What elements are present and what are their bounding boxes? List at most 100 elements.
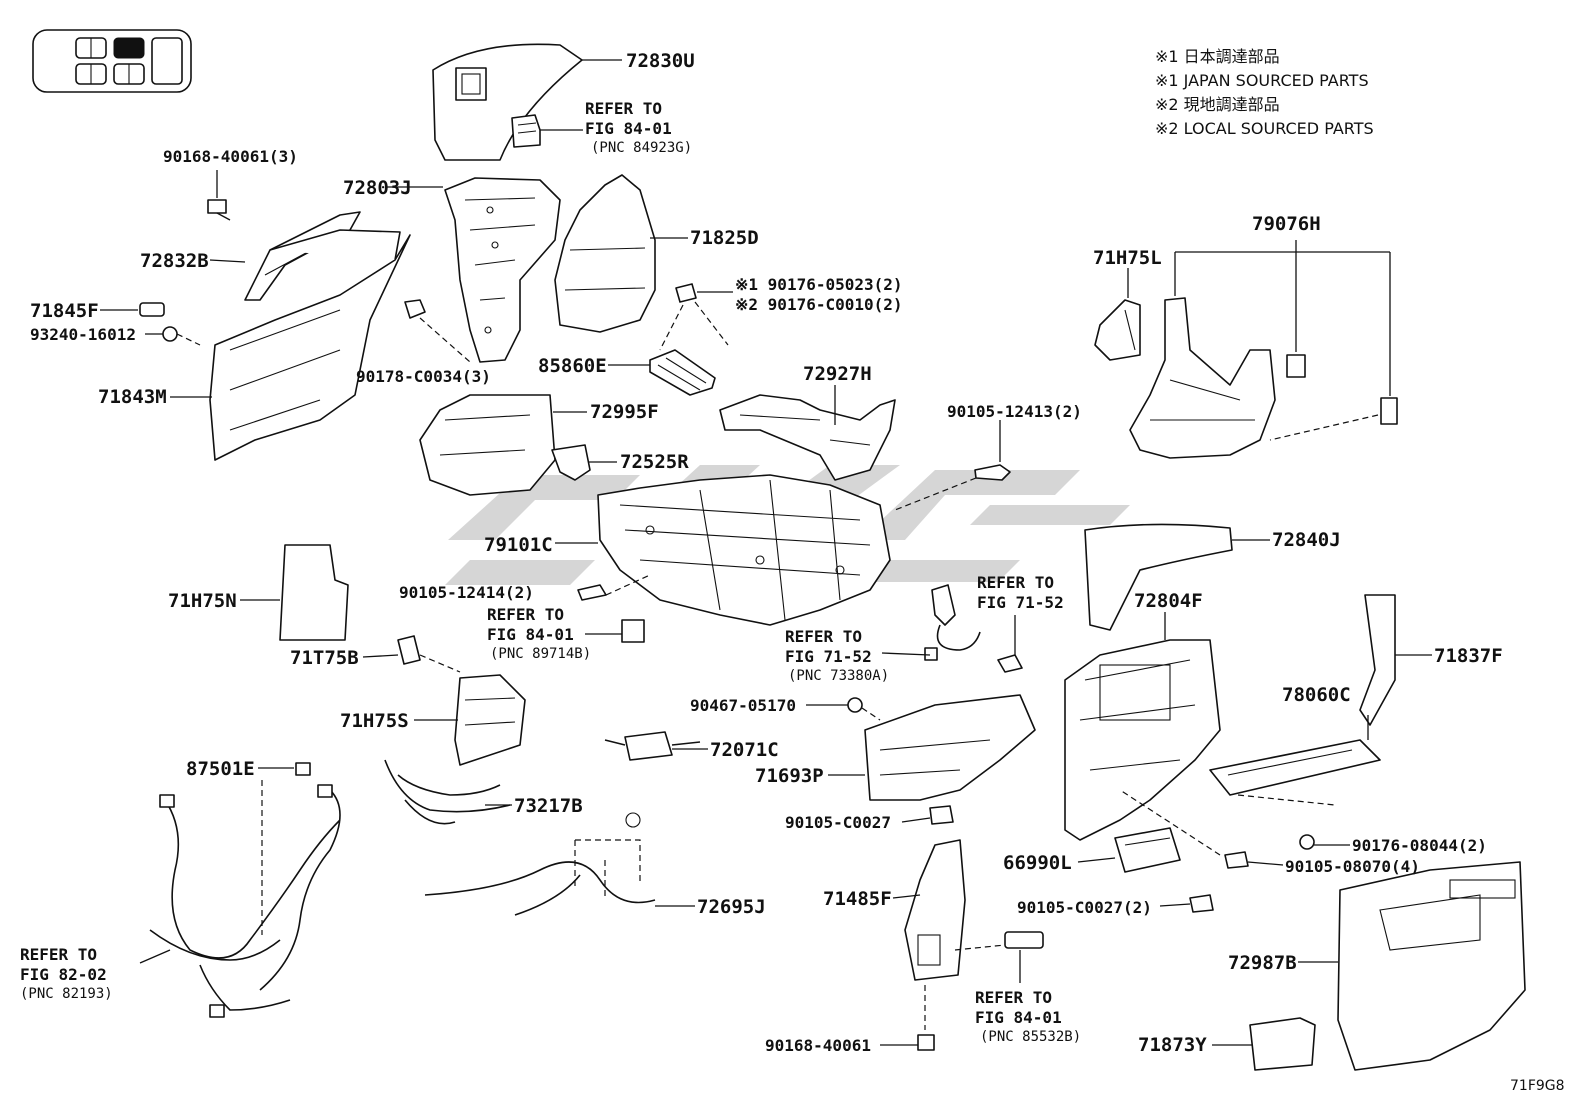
part-label[interactable]: 71843M [98, 386, 167, 408]
refer-to-label[interactable]: REFER TO [975, 988, 1052, 1007]
part-label[interactable]: 72695J [697, 896, 766, 918]
part-label[interactable]: 90105-C0027(2) [1017, 898, 1152, 917]
clip-71T75B [397, 635, 461, 673]
nut-90176-05023 [659, 283, 729, 351]
part-label[interactable]: 71H75L [1093, 247, 1162, 269]
part-label[interactable]: 72927H [803, 363, 872, 385]
part-label[interactable]: 93240-16012 [30, 325, 136, 344]
part-label[interactable]: 66990L [1003, 852, 1072, 874]
bracket-72525R [551, 444, 591, 481]
part-label[interactable]: 72071C [710, 739, 779, 761]
part-label[interactable]: 71H75N [168, 590, 237, 612]
refer-to-label[interactable]: REFER TO [785, 627, 862, 646]
part-label[interactable]: 72995F [590, 401, 659, 423]
clip-71845F [139, 302, 165, 317]
cable-72695J [424, 812, 656, 916]
panel-72832B [244, 211, 361, 301]
refer-fig-label[interactable]: FIG 82-02 [20, 965, 107, 984]
panel-71H75N [279, 544, 349, 641]
part-label[interactable]: 90105-C0027 [785, 813, 891, 832]
duct-72927H [719, 394, 896, 481]
console-lid-72830U [432, 43, 583, 161]
part-labels: 72830U 90168-40061(3) 72803J 71825D 7283… [30, 50, 1503, 1056]
panel-71843M [209, 229, 411, 461]
part-label[interactable]: 90105-12413(2) [947, 402, 1082, 421]
refer-to-label[interactable]: REFER TO [585, 99, 662, 118]
trim-71837F [1359, 594, 1396, 726]
part-label[interactable]: 90168-40061 [765, 1036, 871, 1055]
armrest-lid-72840J [1084, 523, 1233, 631]
refer-pnc-label: (PNC 85532B) [980, 1029, 1081, 1045]
nut-90176-08044 [1299, 834, 1315, 850]
part-label[interactable]: 72840J [1272, 529, 1341, 551]
panel-72987B [1337, 861, 1526, 1071]
part-label[interactable]: 87501E [186, 758, 255, 780]
harness-73217B [384, 759, 511, 825]
part-label[interactable]: 71485F [823, 888, 892, 910]
refer-to-label[interactable]: REFER TO [977, 573, 1054, 592]
screw-90168-40061-top [207, 199, 231, 221]
refer-pnc-label: (PNC 84923G) [591, 140, 692, 156]
tray-78060C [1209, 739, 1381, 806]
part-label[interactable]: 78060C [1282, 684, 1351, 706]
panel-72995F [419, 394, 556, 496]
panel-71825D [554, 174, 656, 333]
part-label[interactable]: 90105-08070(4) [1285, 857, 1420, 876]
reference-82193: REFER TO FIG 82-02 (PNC 82193) [20, 945, 113, 1002]
part-label[interactable]: 71845F [30, 300, 99, 322]
refer-fig-label[interactable]: FIG 84-01 [585, 119, 672, 138]
bolt-90105-12414 [577, 574, 651, 601]
refer-pnc-label: (PNC 82193) [20, 986, 113, 1002]
bolt-fig-71-52 [997, 615, 1023, 673]
part-label[interactable]: 73217B [514, 795, 583, 817]
trim-71485F [904, 839, 1006, 1030]
part-label[interactable]: 90467-05170 [690, 696, 796, 715]
part-label[interactable]: 72525R [620, 451, 689, 473]
part-label[interactable]: 72830U [626, 50, 695, 72]
part-label[interactable]: 90105-12414(2) [399, 583, 534, 602]
part-label[interactable]: 71T75B [290, 647, 359, 669]
part-label[interactable]: ※1 90176-05023(2) [735, 275, 903, 294]
part-label[interactable]: 72832B [140, 250, 209, 272]
connector-89714B [621, 619, 645, 643]
frame-72804F [1064, 639, 1221, 841]
bracket-71693P [864, 694, 1036, 801]
refer-fig-label[interactable]: FIG 71-52 [977, 593, 1064, 612]
harness-87501E [149, 762, 341, 1018]
part-label[interactable]: 71825D [690, 227, 759, 249]
screw-93240-16012 [162, 326, 201, 346]
part-label[interactable]: 79101C [484, 534, 553, 556]
reference-89714B: REFER TO FIG 84-01 (PNC 89714B) [487, 605, 591, 662]
reference-85532B: REFER TO FIG 84-01 (PNC 85532B) [975, 988, 1081, 1045]
refer-to-label[interactable]: REFER TO [487, 605, 564, 624]
part-label[interactable]: 71873Y [1138, 1034, 1207, 1056]
part-label[interactable]: 72987B [1228, 952, 1297, 974]
panel-71H75S [454, 674, 526, 766]
part-label[interactable]: 85860E [538, 355, 607, 377]
bolt-90105-C0027 [929, 805, 954, 825]
part-label[interactable]: 71H75S [340, 710, 409, 732]
part-label[interactable]: 90178-C0034(3) [356, 367, 491, 386]
part-label[interactable]: 90176-08044(2) [1352, 836, 1487, 855]
switch-85532B [1004, 931, 1044, 949]
part-label[interactable]: 71837F [1434, 645, 1503, 667]
part-label[interactable]: 79076H [1252, 213, 1321, 235]
part-label[interactable]: 71693P [755, 765, 824, 787]
part-label[interactable]: 72804F [1134, 590, 1203, 612]
part-label[interactable]: ※2 90176-C0010(2) [735, 295, 903, 314]
buckle-73380A [924, 584, 981, 661]
sourcing-legend: ※1 日本調達部品 ※1 JAPAN SOURCED PARTS ※2 現地調達… [1155, 47, 1374, 138]
legend-note: ※2 LOCAL SOURCED PARTS [1155, 119, 1374, 138]
refer-pnc-label: (PNC 89714B) [490, 646, 591, 662]
part-label[interactable]: 72803J [343, 177, 412, 199]
duct-71H75L [1094, 299, 1141, 361]
refer-to-label[interactable]: REFER TO [20, 945, 97, 964]
bolt-90105-08070 [1119, 789, 1249, 869]
part-label[interactable]: 90168-40061(3) [163, 147, 298, 166]
refer-fig-label[interactable]: FIG 84-01 [487, 625, 574, 644]
refer-fig-label[interactable]: FIG 84-01 [975, 1008, 1062, 1027]
refer-fig-label[interactable]: FIG 71-52 [785, 647, 872, 666]
nut-90178-C0034 [404, 299, 471, 363]
